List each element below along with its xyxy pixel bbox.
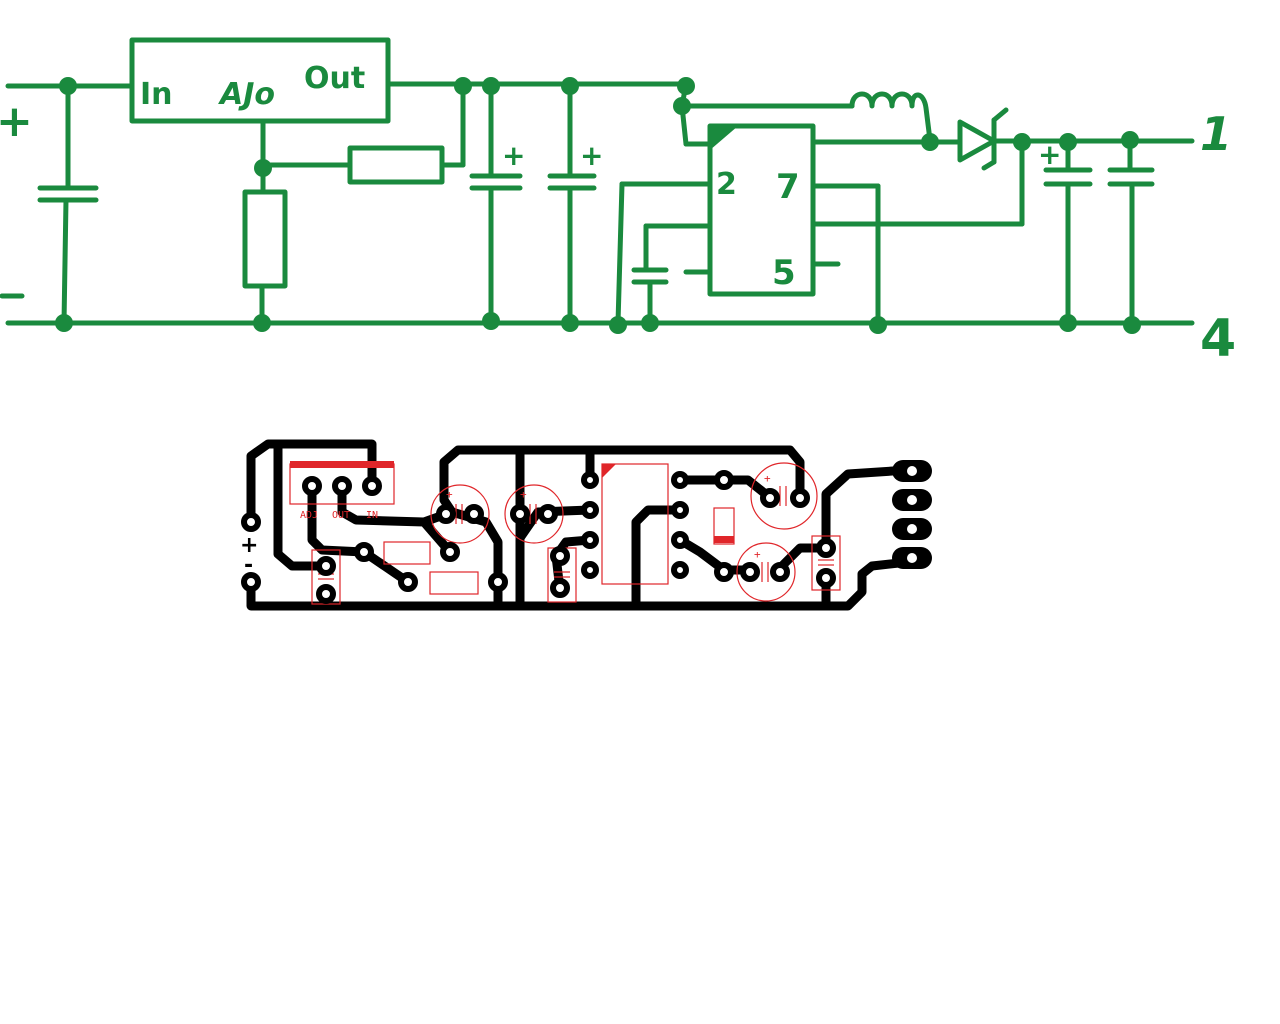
pad-c3-a [510, 504, 530, 524]
ic-pin-5: 5 [772, 253, 796, 293]
ic-pin1-marker [710, 126, 738, 150]
pad-c7-b [770, 562, 790, 582]
pad-ic-8 [671, 471, 689, 489]
pad-r1-a [354, 542, 374, 562]
pad-reg-out [332, 476, 352, 496]
pads [241, 470, 836, 604]
output-connector [892, 460, 932, 569]
capacitor-c2 [469, 81, 523, 326]
regulator-pin-out: Out [304, 61, 365, 96]
pcb-input-minus: - [244, 553, 253, 578]
pcb-cap-plus-c3: + [520, 488, 527, 501]
pad-ic-7 [671, 501, 689, 519]
resistor-r2-outline [429, 571, 479, 595]
resistor-r1 [347, 145, 445, 185]
resistor-r2 [242, 189, 288, 289]
pad-r2-a [398, 572, 418, 592]
pad-c6-b [816, 568, 836, 588]
pad-ic-1 [581, 471, 599, 489]
electrolytic-outline-c7 [736, 542, 796, 602]
pad-diode [714, 562, 734, 582]
capacitor-c2-plus: + [502, 139, 525, 172]
track-top-bus [439, 445, 805, 517]
output-capacitor-c5 [1043, 138, 1093, 326]
pcb-cap-plus-c5: + [764, 472, 771, 485]
schematic-input-plus: + [0, 96, 33, 147]
pad-c4-a [550, 546, 570, 566]
pad-input-plus [241, 512, 261, 532]
pcb-label-in: IN [366, 510, 378, 521]
track-ground [246, 557, 913, 611]
converter-ic [707, 123, 816, 297]
wire-pin2-ground [615, 181, 625, 326]
track-inductor [675, 475, 773, 501]
output-pin-1: 1 [1200, 107, 1232, 161]
pad-r1-b [440, 542, 460, 562]
track-ic-right-ground [631, 505, 685, 611]
track-input-plus [246, 439, 377, 527]
ic-pin1-marker-pcb [602, 464, 616, 478]
pcb-label-out: OUT [332, 510, 350, 521]
output-capacitor-c5-plus: + [1038, 138, 1061, 171]
diode-outline [713, 507, 735, 545]
resistor-r1-outline [383, 541, 431, 565]
pcb-input-plus: + [240, 533, 258, 558]
track-out [337, 481, 455, 557]
regulator-pin-adj: AJo [218, 77, 275, 112]
ic-outline [601, 463, 669, 585]
pcb-cap-plus-c7: + [754, 548, 761, 561]
electrolytic-outline-c3 [504, 484, 564, 544]
pad-c1-a [316, 556, 336, 576]
input-capacitor [37, 83, 99, 326]
track-diode [675, 535, 753, 575]
pad-input-minus [241, 572, 261, 592]
schematic: + In AJo Out [0, 37, 1236, 369]
pad-c1-b [316, 584, 336, 604]
ic-pin-7: 7 [776, 167, 800, 207]
track-output-to-conn [821, 465, 913, 553]
electrolytic-outline-c2 [430, 484, 490, 544]
pcb-label-adj: ADJ [300, 510, 318, 521]
pad-inductor [714, 470, 734, 490]
pcb-layout: ADJ OUT IN [240, 439, 932, 611]
pad-ic-2 [581, 501, 599, 519]
pad-c6-a [816, 538, 836, 558]
pad-c2-b [464, 504, 484, 524]
pad-reg-adj [302, 476, 322, 496]
pad-c3-b [538, 504, 558, 524]
pad-c4-b [550, 578, 570, 598]
pad-c7-a [740, 562, 760, 582]
pcb-cap-plus-c2: + [446, 488, 453, 501]
ic-pin-2: 2 [716, 167, 737, 202]
inductor [849, 91, 933, 143]
pad-ic-3 [581, 531, 599, 549]
regulator-pin-in: In [140, 77, 173, 112]
pad-ic-6 [671, 531, 689, 549]
pad-reg-in [362, 476, 382, 496]
pad-ic-5 [671, 561, 689, 579]
diode-band [714, 536, 734, 543]
track-regulator-in-loop [273, 439, 331, 571]
capacitor-c3-plus: + [580, 139, 603, 172]
output-pin-4: 4 [1200, 309, 1236, 369]
pad-c5-b [790, 488, 810, 508]
copper-tracks [246, 439, 913, 611]
pad-c2-a [436, 504, 456, 524]
capacitor-c3 [547, 81, 597, 326]
pad-c5-a [760, 488, 780, 508]
junction-dots [55, 77, 1141, 334]
regulator-tab [290, 461, 394, 468]
cap-outline-c6 [811, 535, 841, 591]
output-capacitor-c6 [1107, 138, 1155, 326]
track-cap-to-ic [515, 505, 595, 543]
pad-ic-4 [581, 561, 599, 579]
voltage-regulator [129, 37, 391, 124]
electrolytic-outline-c5 [750, 462, 818, 530]
pad-r2-b [488, 572, 508, 592]
